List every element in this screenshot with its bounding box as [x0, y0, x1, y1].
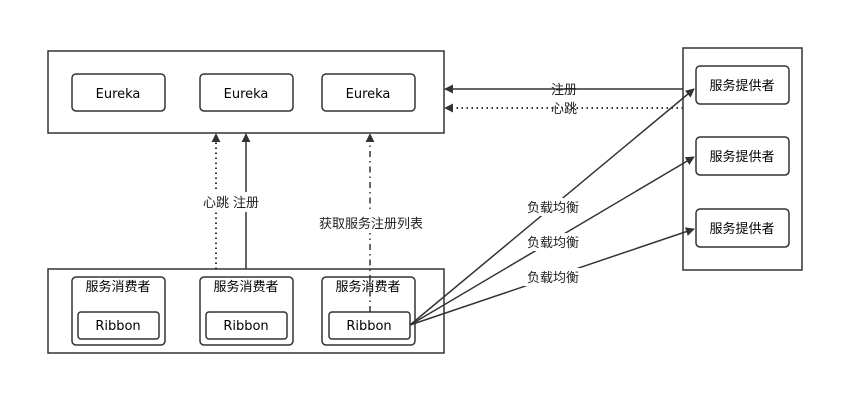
- consumer-node-label: 服务消费者: [85, 279, 150, 295]
- fetch-registry-label: 获取服务注册列表: [319, 216, 423, 232]
- eureka-node-label: Eureka: [224, 87, 269, 102]
- ribbon-client: [328, 311, 411, 340]
- consumer-node-label: 服务消费者: [335, 279, 400, 295]
- ribbon-client: [77, 311, 160, 340]
- eureka-node: Eureka: [71, 73, 166, 112]
- eureka-node: Eureka: [321, 73, 416, 112]
- provider-group: [682, 47, 803, 271]
- eureka-cluster: [47, 50, 445, 134]
- eureka-node: Eureka: [199, 73, 294, 112]
- provider-node-label: 服务提供者: [709, 78, 774, 94]
- consumer-node: 服务消费者 Ribbon: [199, 276, 294, 346]
- ribbon-client-label: Ribbon: [223, 319, 268, 334]
- ribbon-client: [205, 311, 288, 340]
- load-balance-label: 负载均衡: [527, 236, 579, 251]
- provider-node-label: 服务提供者: [709, 221, 774, 237]
- provider-node: 服务提供者: [695, 136, 790, 176]
- consumer-node: 服务消费者: [321, 276, 416, 346]
- load-balance-label: 负载均衡: [527, 201, 579, 216]
- consumer-heartbeat-label: 心跳: [203, 196, 229, 211]
- consumer-node-label: 服务消费者: [213, 279, 278, 295]
- provider-heartbeat-label: 心跳: [551, 102, 577, 117]
- provider-node: 服务提供者: [695, 208, 790, 248]
- eureka-node-label: Eureka: [96, 87, 141, 102]
- provider-node: 服务提供者: [695, 65, 790, 105]
- consumer-register-label: 注册: [233, 196, 259, 211]
- provider-register-label: 注册: [551, 83, 577, 98]
- ribbon-client-label: Ribbon: [346, 319, 391, 334]
- consumer-node: 服务消费者 Ribbon: [71, 276, 166, 346]
- eureka-node-label: Eureka: [346, 87, 391, 102]
- ribbon-client-label: Ribbon: [95, 319, 140, 334]
- load-balance-label: 负载均衡: [527, 271, 579, 286]
- provider-node-label: 服务提供者: [709, 149, 774, 165]
